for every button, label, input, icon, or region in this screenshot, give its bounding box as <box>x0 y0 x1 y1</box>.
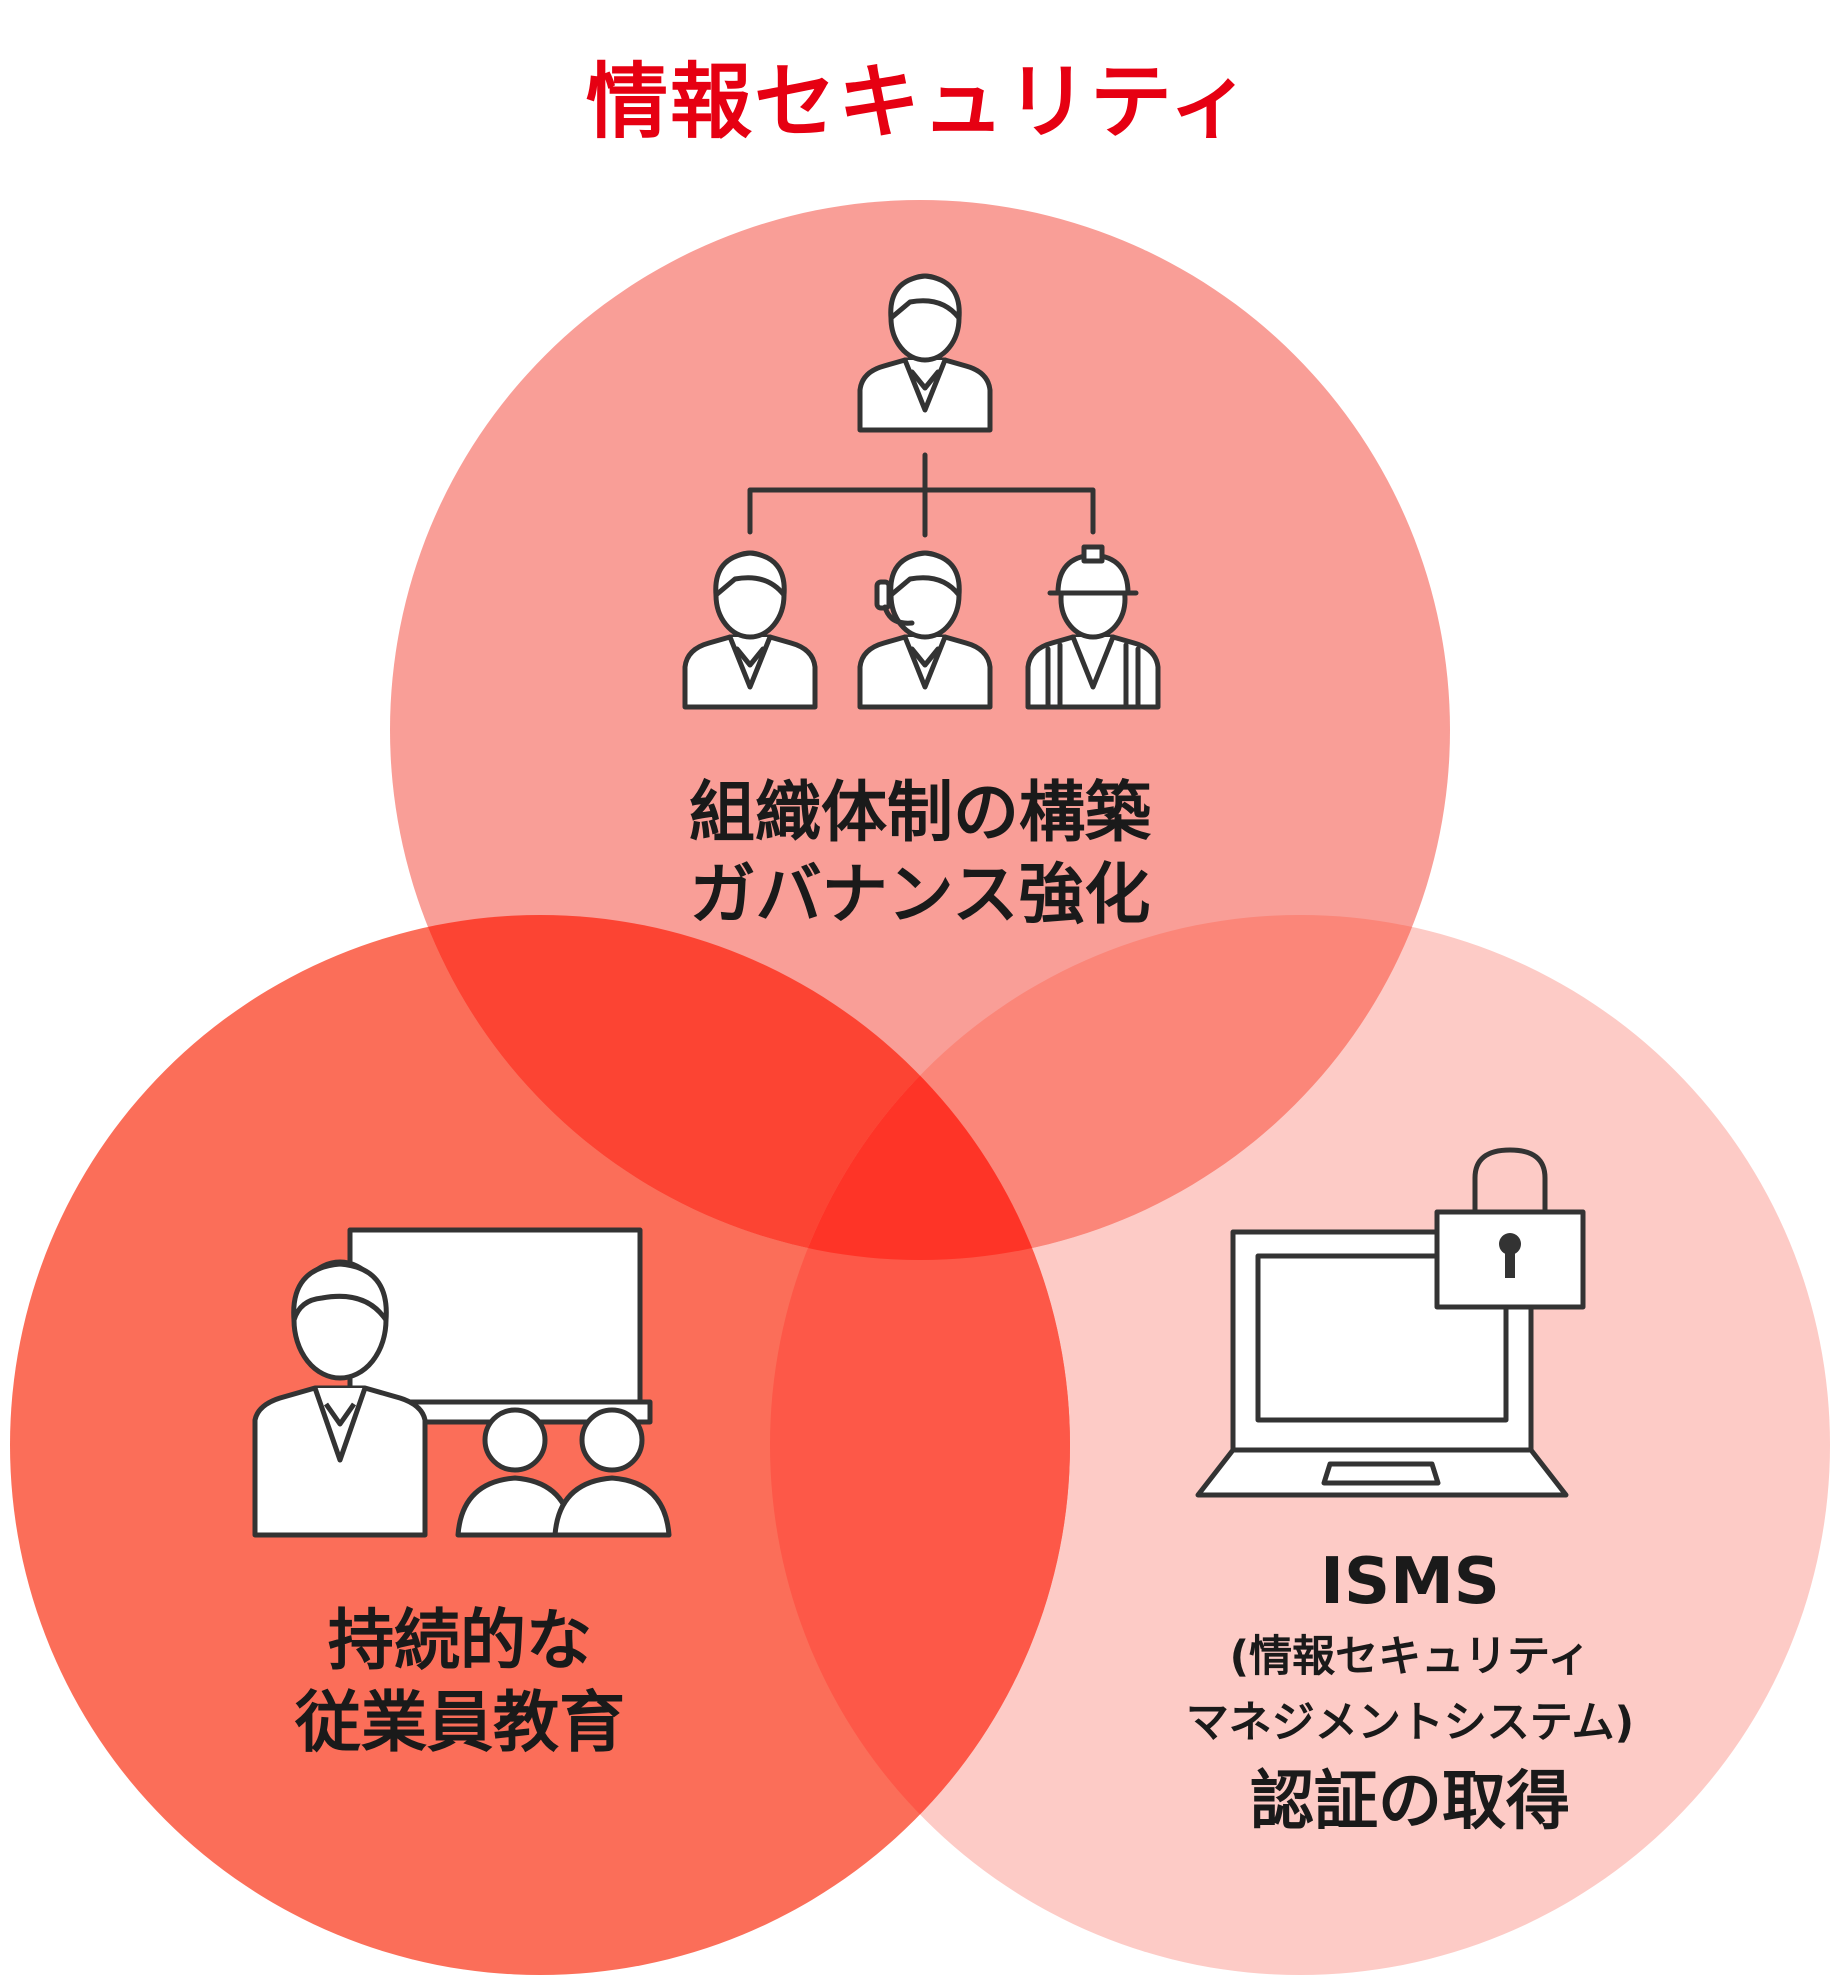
person-icon-staff <box>682 550 818 710</box>
overlap-top-right <box>770 915 1450 1260</box>
label-organization-line2: ガバナンス強化 <box>689 856 1151 933</box>
label-isms-line3: マネジメントシステム) <box>1185 1698 1635 1748</box>
label-isms-line2: (情報セキュリティ <box>1229 1632 1591 1682</box>
label-isms-line1: ISMS <box>1320 1545 1500 1619</box>
org-chart-icon <box>682 273 1161 710</box>
laptop-lock-icon <box>1195 1147 1586 1498</box>
laptop-trackpad <box>1321 1461 1441 1486</box>
person-icon-worker <box>1025 544 1161 710</box>
connector-lines <box>747 452 1096 538</box>
overlap-top-left <box>390 915 1070 1260</box>
label-organization: 組織体制の構築 ガバナンス強化 <box>560 772 1280 936</box>
label-organization-line1: 組織体制の構築 <box>689 774 1151 851</box>
label-education: 持続的な 従業員教育 <box>150 1600 770 1764</box>
training-icon <box>252 1227 672 1538</box>
whiteboard <box>347 1227 643 1405</box>
label-isms-line4: 認証の取得 <box>1250 1765 1570 1839</box>
label-isms: ISMS (情報セキュリティ マネジメントシステム) 認証の取得 <box>1060 1540 1760 1844</box>
person-icon-manager <box>857 273 993 433</box>
keyhole <box>1499 1233 1521 1255</box>
lock-shackle <box>1472 1147 1548 1212</box>
page-title: 情報セキュリティ <box>585 55 1254 150</box>
person-icon-operator <box>857 550 993 710</box>
label-education-line2: 従業員教育 <box>295 1684 625 1761</box>
label-education-line1: 持続的な <box>328 1602 592 1679</box>
